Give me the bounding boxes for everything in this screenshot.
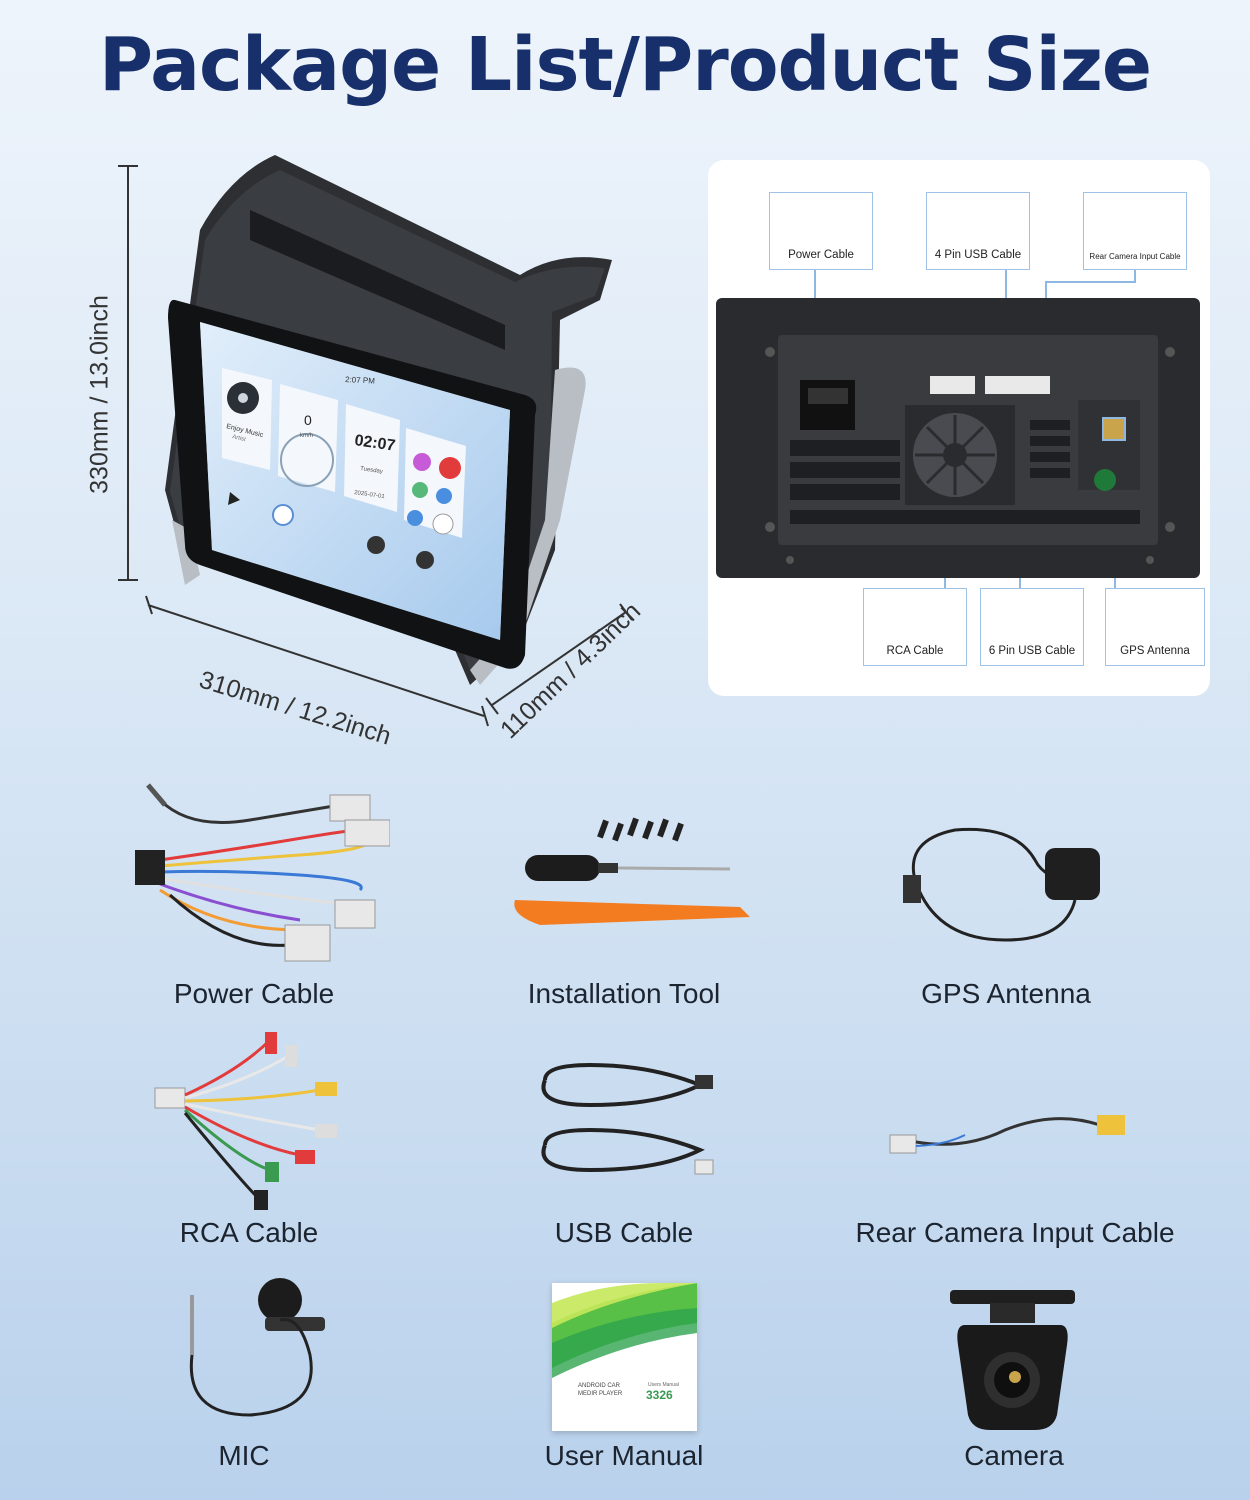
item-rca-cable: RCA Cable: [179, 1217, 319, 1248]
height-dimension: 330mm / 13.0inch: [85, 295, 114, 494]
label-gps-antenna-text: GPS Antenna: [1120, 645, 1190, 657]
manual-line3: Users Manual: [648, 1382, 679, 1388]
head-unit-illustration: 2:07 PM Enjoy Music Artist 0 km/h 02:07 …: [118, 155, 633, 727]
user-manual-illustration: ANDROID CAR MEDIR PLAYER Users Manual 33…: [552, 1283, 697, 1431]
label-4pin-usb-cable: 4 Pin USB Cable: [926, 192, 1030, 270]
label-6pin-usb-cable: 6 Pin USB Cable: [980, 588, 1084, 666]
screen-music-artist: Artist: [232, 434, 247, 443]
screen-speed: 0: [304, 412, 312, 428]
rear-camera-cable-illustration: [889, 1115, 1125, 1154]
gps-antenna-illustration: [903, 827, 1100, 942]
item-mic: MIC: [218, 1440, 270, 1471]
screen-date: 2025-07-01: [354, 490, 386, 500]
label-4pin-usb-cable-text: 4 Pin USB Cable: [934, 249, 1022, 261]
item-user-manual: User Manual: [544, 1440, 704, 1471]
rear-connector-panel: Power Cable 4 Pin USB Cable Rear Camera …: [708, 160, 1210, 696]
manual-model: 3326: [646, 1388, 673, 1402]
item-camera: Camera: [964, 1440, 1064, 1471]
power-cable-illustration: [135, 783, 390, 962]
rear-unit-illustration: [716, 209, 1200, 636]
mic-illustration: [189, 1278, 325, 1417]
rca-cable-illustration: [154, 1032, 337, 1210]
label-rear-camera-cable-text: Rear Camera Input Cable: [1089, 252, 1181, 261]
item-usb-cable: USB Cable: [554, 1217, 694, 1248]
installation-tool-illustration: [514, 817, 750, 925]
item-gps-antenna: GPS Antenna: [921, 978, 1091, 1009]
screen-clock: 02:07: [353, 432, 396, 455]
item-power-cable: Power Cable: [173, 978, 335, 1009]
label-rca-cable: RCA Cable: [863, 588, 967, 666]
label-rear-camera-cable: Rear Camera Input Cable: [1083, 192, 1187, 270]
page-title: Package List/Product Size: [98, 22, 1152, 108]
label-gps-antenna: GPS Antenna: [1105, 588, 1205, 666]
manual-line2: MEDIR PLAYER: [578, 1391, 623, 1397]
screen-time-bar: 2:07 PM: [345, 375, 376, 386]
label-rca-cable-text: RCA Cable: [886, 645, 944, 657]
label-6pin-usb-cable-text: 6 Pin USB Cable: [988, 645, 1076, 657]
screen-day: Tuesday: [360, 466, 383, 475]
item-installation-tool: Installation Tool: [527, 978, 721, 1009]
item-rear-camera-input-cable: Rear Camera Input Cable: [855, 1217, 1175, 1248]
usb-cable-illustration: [541, 1062, 714, 1175]
manual-cover-art: [552, 1283, 697, 1378]
camera-illustration: [950, 1290, 1075, 1430]
manual-line1: ANDROID CAR: [578, 1383, 621, 1389]
label-power-cable-text: Power Cable: [788, 249, 854, 261]
label-power-cable: Power Cable: [769, 192, 873, 270]
screen-speed-unit: km/h: [300, 433, 313, 439]
